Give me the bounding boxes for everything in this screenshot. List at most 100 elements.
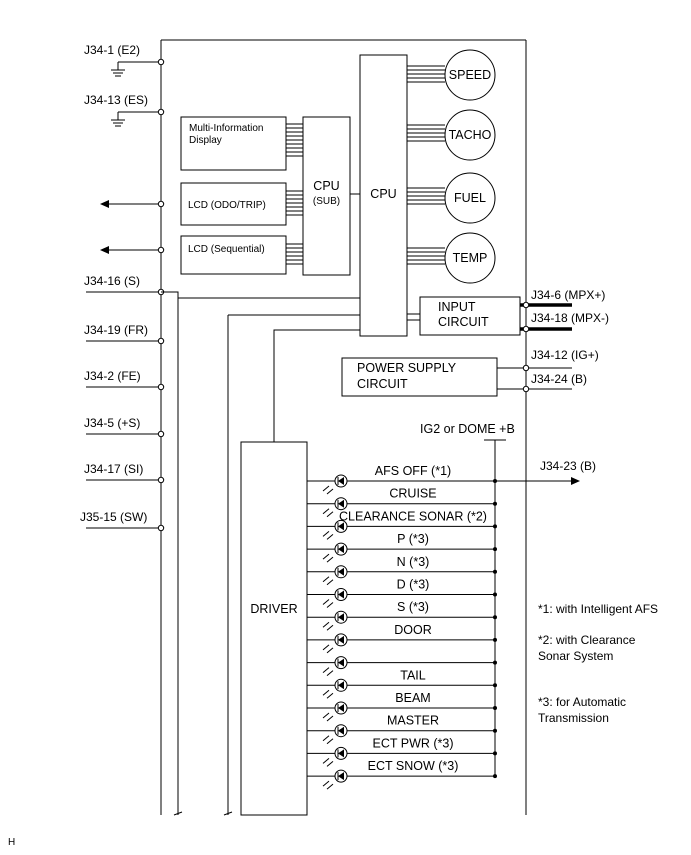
cpu-main xyxy=(359,54,408,337)
indicator-row: ECT SNOW (*3) xyxy=(307,759,497,790)
indicator-label: S (*3) xyxy=(397,600,429,614)
supply-label: IG2 or DOME +B xyxy=(420,422,515,436)
cpu-sub-label: (SUB) xyxy=(313,196,340,207)
gauge-label: TACHO xyxy=(449,128,492,142)
led-icon xyxy=(322,474,348,495)
indicator-label: ECT SNOW (*3) xyxy=(368,759,459,773)
gauge-label: SPEED xyxy=(449,68,491,82)
gauge-label: TEMP xyxy=(453,251,488,265)
indicator-row: TAIL xyxy=(307,668,497,699)
terminal-mpx-minus xyxy=(522,325,530,333)
input-circuit-label: INPUT xyxy=(438,300,476,314)
indicator-label: CLEARANCE SONAR (*2) xyxy=(339,509,487,523)
terminal-label: J35-15 (SW) xyxy=(80,510,147,524)
indicator-label: AFS OFF (*1) xyxy=(375,464,451,478)
led-icon xyxy=(322,656,348,676)
terminal-e2 xyxy=(157,58,165,66)
terminal-label: J34-18 (MPX-) xyxy=(531,311,609,325)
multi-info-label: Display xyxy=(189,135,222,146)
terminal-ig-plus xyxy=(522,364,530,372)
indicator-row xyxy=(307,656,497,676)
terminal-label: J34-13 (ES) xyxy=(84,93,148,107)
indicator-label: CRUISE xyxy=(389,487,436,501)
terminal-fe xyxy=(157,383,165,391)
ground-symbol-e2 xyxy=(111,61,161,77)
lcd-odo-label: LCD (ODO/TRIP) xyxy=(188,200,266,211)
indicator-row: AFS OFF (*1) xyxy=(307,464,497,495)
led-icon xyxy=(322,588,348,608)
footnote: Sonar System xyxy=(538,649,613,663)
indicator-label: D (*3) xyxy=(397,578,430,592)
terminal-label: J34-23 (B) xyxy=(540,459,596,473)
terminal-b-24 xyxy=(522,385,530,393)
indicator-label: P (*3) xyxy=(397,532,429,546)
cpu-main-label: CPU xyxy=(370,187,396,201)
temp-gauge xyxy=(444,232,496,284)
power-supply-label: POWER SUPPLY xyxy=(357,361,457,375)
lcd-sequential xyxy=(180,235,287,275)
speed-gauge xyxy=(444,49,496,101)
indicator-row: BEAM xyxy=(307,691,497,722)
terminal-label: J34-16 (S) xyxy=(84,274,140,288)
fuel-gauge xyxy=(444,172,496,224)
footnote: *3: for Automatic xyxy=(538,695,626,709)
led-icon xyxy=(322,746,348,767)
indicator-label: DOOR xyxy=(394,623,432,637)
terminal-si xyxy=(157,476,165,484)
footnote: *1: with Intelligent AFS xyxy=(538,602,658,616)
indicator-row: D (*3) xyxy=(307,578,497,608)
terminal-mpx-plus xyxy=(522,301,530,309)
terminal-plus-s xyxy=(157,430,165,438)
led-icon xyxy=(322,610,348,631)
indicator-row: N (*3) xyxy=(307,555,497,586)
output-arrow-right xyxy=(495,477,580,485)
indicator-row: P (*3) xyxy=(307,532,497,563)
led-icon xyxy=(322,542,348,563)
terminal-label: J34-5 (+S) xyxy=(84,416,140,430)
power-supply-circuit xyxy=(341,357,498,397)
terminal-fr xyxy=(157,337,165,345)
terminal-label: J34-2 (FE) xyxy=(84,369,141,383)
terminal-label: J34-19 (FR) xyxy=(84,323,148,337)
indicator-rows: AFS OFF (*1) CRUISE CLEARANCE SONAR (*2) P … xyxy=(307,464,497,790)
input-circuit-label: CIRCUIT xyxy=(438,315,489,329)
led-icon xyxy=(322,565,348,586)
indicator-row: S (*3) xyxy=(307,600,497,631)
terminal-label: J34-24 (B) xyxy=(531,372,587,386)
indicator-label: N (*3) xyxy=(397,555,430,569)
terminal-label: J34-1 (E2) xyxy=(84,43,140,57)
indicator-label: ECT PWR (*3) xyxy=(372,736,453,750)
indicator-row: DOOR xyxy=(307,623,497,654)
terminal-es xyxy=(157,108,165,116)
terminal-label: J34-17 (SI) xyxy=(84,462,143,476)
indicator-row: CLEARANCE SONAR (*2) xyxy=(307,509,497,540)
output-arrow-left-1 xyxy=(100,200,161,208)
multi-information-display xyxy=(180,116,287,171)
terminal-sw xyxy=(157,524,165,532)
terminal-label: J34-12 (IG+) xyxy=(531,348,599,362)
output-arrow-left-2 xyxy=(100,246,161,254)
led-icon xyxy=(322,724,348,745)
indicator-row: ECT PWR (*3) xyxy=(307,736,497,767)
input-circuit xyxy=(419,296,521,336)
terminal-label: J34-6 (MPX+) xyxy=(531,288,605,302)
led-icon xyxy=(322,497,348,518)
tacho-gauge xyxy=(444,109,496,161)
terminal-seq xyxy=(157,246,165,254)
gauge-label: FUEL xyxy=(454,191,486,205)
multi-info-label: Multi-Information xyxy=(189,123,263,134)
footnote: Transmission xyxy=(538,711,609,725)
cpu-sub-label: CPU xyxy=(313,179,339,193)
power-supply-label: CIRCUIT xyxy=(357,377,408,391)
led-icon xyxy=(322,633,348,654)
indicator-row: CRUISE xyxy=(307,487,497,518)
led-icon xyxy=(322,769,348,790)
led-icon xyxy=(322,678,348,699)
lcd-odo-trip xyxy=(180,182,287,226)
indicator-row: MASTER xyxy=(307,714,497,745)
terminal-odo xyxy=(157,200,165,208)
lcd-seq-label: LCD (Sequential) xyxy=(188,244,265,255)
indicator-label: BEAM xyxy=(395,691,430,705)
indicator-label: MASTER xyxy=(387,714,439,728)
